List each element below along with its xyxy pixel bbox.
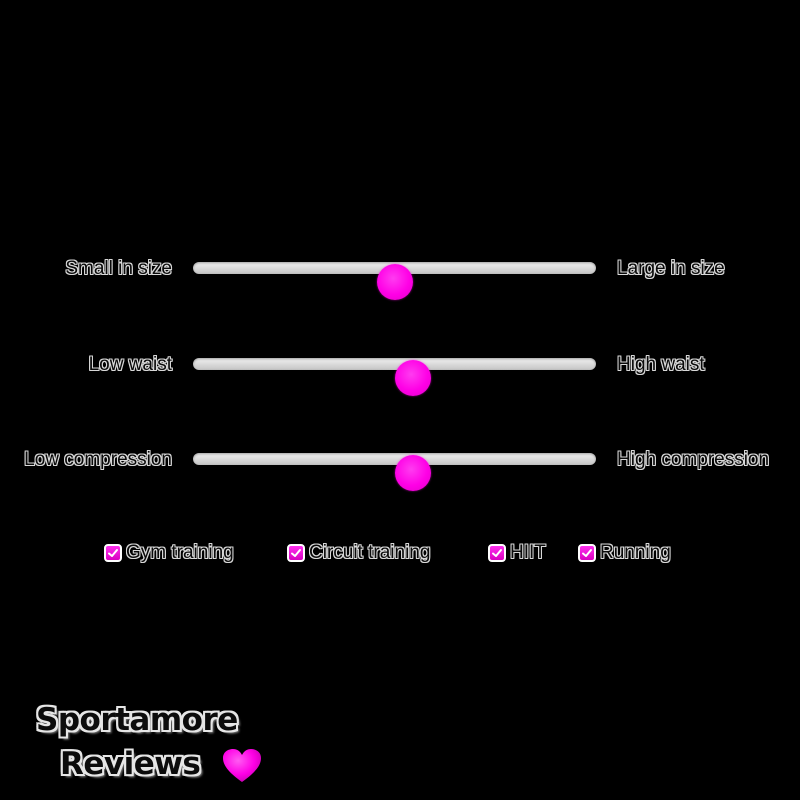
slider-size-thumb[interactable] xyxy=(376,264,413,300)
slider-size-right-label: Large in size xyxy=(617,258,725,279)
checkbox-running[interactable]: Running xyxy=(578,538,671,568)
checkbox-checked-icon[interactable] xyxy=(287,544,305,562)
checkbox-running-label: Running xyxy=(600,542,671,563)
activity-checkboxes: Gym training Circuit training HIIT Runni… xyxy=(0,538,800,568)
brand-name: Sportamore xyxy=(36,702,238,738)
brand-subtitle: Reviews xyxy=(60,746,201,782)
checkbox-circuit-training[interactable]: Circuit training xyxy=(287,538,430,568)
checkbox-hiit-label: HIIT xyxy=(510,542,546,563)
slider-waist-left-label: Low waist xyxy=(88,354,172,375)
slider-compression: Low compression High compression xyxy=(0,439,800,491)
checkbox-checked-icon[interactable] xyxy=(578,544,596,562)
checkbox-circuit-training-label: Circuit training xyxy=(309,542,431,563)
checkbox-gym-training-label: Gym training xyxy=(126,542,234,563)
slider-compression-track[interactable] xyxy=(193,453,596,491)
checkbox-checked-icon[interactable] xyxy=(488,544,506,562)
brand-logo: Sportamore Reviews xyxy=(36,700,276,790)
slider-waist-track[interactable] xyxy=(193,358,596,396)
slider-compression-right-label: High compression xyxy=(617,449,770,470)
slider-size: Small in size Large in size xyxy=(0,248,800,300)
slider-waist-thumb[interactable] xyxy=(394,360,431,396)
slider-waist: Low waist High waist xyxy=(0,344,800,396)
slider-size-left-label: Small in size xyxy=(65,258,172,279)
checkbox-checked-icon[interactable] xyxy=(104,544,122,562)
slider-size-track[interactable] xyxy=(193,262,596,300)
checkbox-hiit[interactable]: HIIT xyxy=(488,538,546,568)
heart-icon xyxy=(223,749,261,782)
slider-compression-left-label: Low compression xyxy=(24,449,172,470)
slider-compression-thumb[interactable] xyxy=(394,455,431,491)
checkbox-gym-training[interactable]: Gym training xyxy=(104,538,234,568)
slider-waist-right-label: High waist xyxy=(617,354,705,375)
